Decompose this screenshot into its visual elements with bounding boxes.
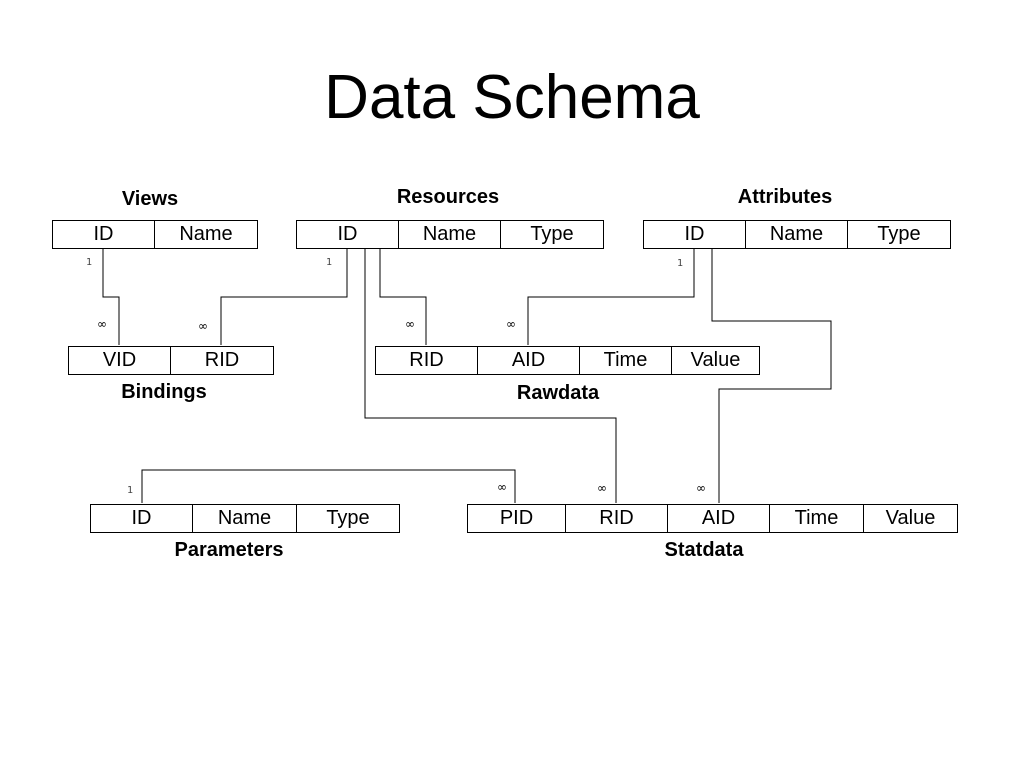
table-title-parameters: Parameters: [174, 539, 284, 561]
cardinality-one: 1: [86, 257, 93, 268]
cardinality-many: ∞: [405, 317, 415, 331]
column-cell: Value: [885, 507, 936, 529]
link-views-bindings: [102, 249, 120, 345]
column-cell: VID: [69, 347, 171, 374]
table-rawdata: RID AID Time Value: [375, 346, 760, 375]
link-resources-statdata: [364, 249, 617, 503]
cardinality-many: ∞: [198, 319, 208, 333]
cardinality-many: ∞: [97, 317, 107, 331]
column-cell: ID: [91, 505, 193, 532]
table-parameters: ID Name Type: [90, 504, 400, 533]
column-cell: Type: [326, 507, 370, 529]
table-resources: ID Name Type: [296, 220, 604, 249]
column-cell: Name: [193, 505, 297, 532]
cardinality-one: 1: [677, 258, 684, 269]
table-bindings: VID RID: [68, 346, 274, 375]
column-cell: ID: [53, 221, 155, 248]
column-cell: AID: [478, 347, 580, 374]
table-statdata: PID RID AID Time Value: [467, 504, 958, 533]
cardinality-many: ∞: [506, 317, 516, 331]
column-cell: RID: [204, 349, 240, 371]
link-resources-bindings: [220, 249, 348, 345]
column-cell: PID: [468, 505, 566, 532]
table-title-resources: Resources: [396, 186, 500, 208]
table-attributes: ID Name Type: [643, 220, 951, 249]
column-cell: Time: [580, 347, 672, 374]
table-title-rawdata: Rawdata: [516, 382, 600, 404]
column-cell: ID: [297, 221, 399, 248]
page-title: Data Schema: [324, 63, 700, 132]
table-title-statdata: Statdata: [664, 539, 744, 561]
table-views: ID Name: [52, 220, 258, 249]
column-cell: AID: [668, 505, 770, 532]
column-cell: RID: [566, 505, 668, 532]
link-attributes-rawdata: [527, 249, 695, 345]
table-title-bindings: Bindings: [121, 381, 207, 403]
column-cell: Type: [530, 223, 574, 245]
column-cell: RID: [376, 347, 478, 374]
table-title-views: Views: [121, 188, 179, 210]
column-cell: Value: [690, 349, 741, 371]
column-cell: Name: [179, 223, 233, 245]
cardinality-many: ∞: [696, 481, 706, 495]
cardinality-many: ∞: [497, 480, 507, 494]
cardinality-one: 1: [326, 257, 333, 268]
table-title-attributes: Attributes: [737, 186, 833, 208]
column-cell: Type: [877, 223, 921, 245]
column-cell: Name: [399, 221, 501, 248]
column-cell: ID: [644, 221, 746, 248]
cardinality-one: 1: [127, 485, 134, 496]
link-resources-rawdata: [379, 249, 427, 345]
column-cell: Name: [746, 221, 848, 248]
link-parameters-statdata: [141, 469, 516, 503]
link-attributes-statdata: [711, 249, 832, 503]
column-cell: Time: [770, 505, 864, 532]
cardinality-many: ∞: [597, 481, 607, 495]
